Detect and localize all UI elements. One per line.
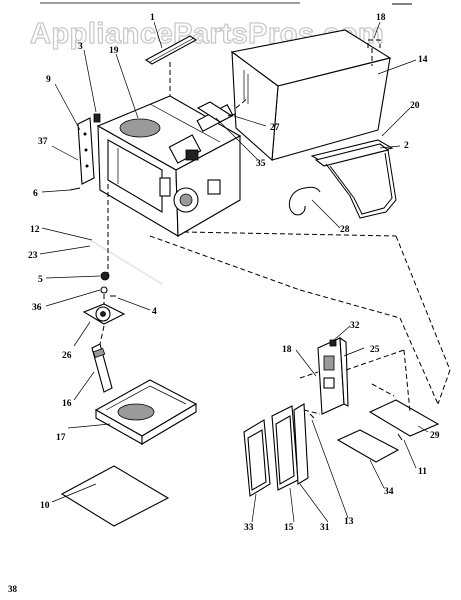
callout-23: 23 bbox=[28, 251, 38, 261]
callout-29: 29 bbox=[430, 431, 440, 441]
part-16-drive-shaft bbox=[91, 343, 113, 393]
part-18-top-bracket bbox=[367, 39, 381, 48]
part-6-screw bbox=[69, 187, 81, 191]
callout-18-top: 18 bbox=[376, 13, 386, 23]
part-11-screw bbox=[397, 433, 403, 441]
part-5-coupler bbox=[100, 271, 110, 281]
part-17-bottom-tray bbox=[94, 379, 198, 445]
callout-34: 34 bbox=[384, 487, 394, 497]
callout-5: 5 bbox=[38, 275, 43, 285]
assembly-dashed-lines bbox=[99, 48, 451, 415]
leader-lines bbox=[39, 21, 429, 523]
part-13-screw bbox=[309, 413, 315, 419]
callout-19: 19 bbox=[109, 46, 119, 56]
part-12-rod bbox=[89, 239, 163, 285]
part-3-clip bbox=[93, 113, 101, 123]
callout-12: 12 bbox=[30, 225, 40, 235]
callout-17: 17 bbox=[56, 433, 66, 443]
callout-28: 28 bbox=[340, 225, 350, 235]
part-10-base-plate bbox=[60, 465, 170, 527]
callout-37: 37 bbox=[38, 137, 48, 147]
part-32-switch bbox=[329, 339, 337, 347]
part-2-side-rail bbox=[325, 149, 397, 219]
callout-20: 20 bbox=[410, 101, 420, 111]
callout-27: 27 bbox=[270, 123, 280, 133]
callout-36: 36 bbox=[32, 303, 42, 313]
callout-16: 16 bbox=[62, 399, 72, 409]
callout-13: 13 bbox=[344, 517, 354, 527]
callout-labels: 1 3 19 9 37 6 12 23 5 36 4 26 16 17 10 1… bbox=[28, 13, 440, 533]
part-9-hinge-plate bbox=[77, 117, 95, 185]
part-25-control-board bbox=[317, 336, 349, 415]
callout-14: 14 bbox=[418, 55, 428, 65]
part-33-door bbox=[243, 419, 271, 497]
callout-15: 15 bbox=[284, 523, 294, 533]
callout-35: 35 bbox=[256, 159, 266, 169]
callout-10: 10 bbox=[40, 501, 50, 511]
callout-3: 3 bbox=[78, 42, 83, 52]
part-27-screw bbox=[227, 113, 237, 117]
part-31-door-trim bbox=[293, 403, 309, 485]
part-15-door-panel bbox=[271, 405, 299, 491]
part-20-base-frame bbox=[310, 139, 394, 167]
callout-2: 2 bbox=[404, 141, 409, 151]
part-34-panel bbox=[336, 429, 400, 463]
callout-6: 6 bbox=[33, 189, 38, 199]
part-35-strip bbox=[196, 101, 234, 123]
part-28-power-cord bbox=[288, 186, 321, 216]
callout-18-mid: 18 bbox=[282, 345, 292, 355]
main-chassis bbox=[96, 95, 242, 237]
callout-1: 1 bbox=[150, 13, 155, 23]
callout-4: 4 bbox=[152, 307, 157, 317]
part-14-outer-cabinet bbox=[230, 29, 392, 162]
callout-31: 31 bbox=[320, 523, 330, 533]
callout-11: 11 bbox=[418, 467, 427, 477]
callout-32: 32 bbox=[350, 321, 360, 331]
callout-33: 33 bbox=[244, 523, 254, 533]
part-1-top-strip bbox=[144, 35, 198, 65]
callout-26: 26 bbox=[62, 351, 72, 361]
part-36-washer bbox=[100, 286, 108, 294]
header-rule bbox=[40, 2, 412, 5]
callout-25: 25 bbox=[370, 345, 380, 355]
page-number: 38 bbox=[8, 584, 18, 594]
callout-9: 9 bbox=[46, 75, 51, 85]
part-26-stirrer-motor bbox=[82, 303, 126, 325]
part-29-bracket bbox=[368, 399, 440, 437]
